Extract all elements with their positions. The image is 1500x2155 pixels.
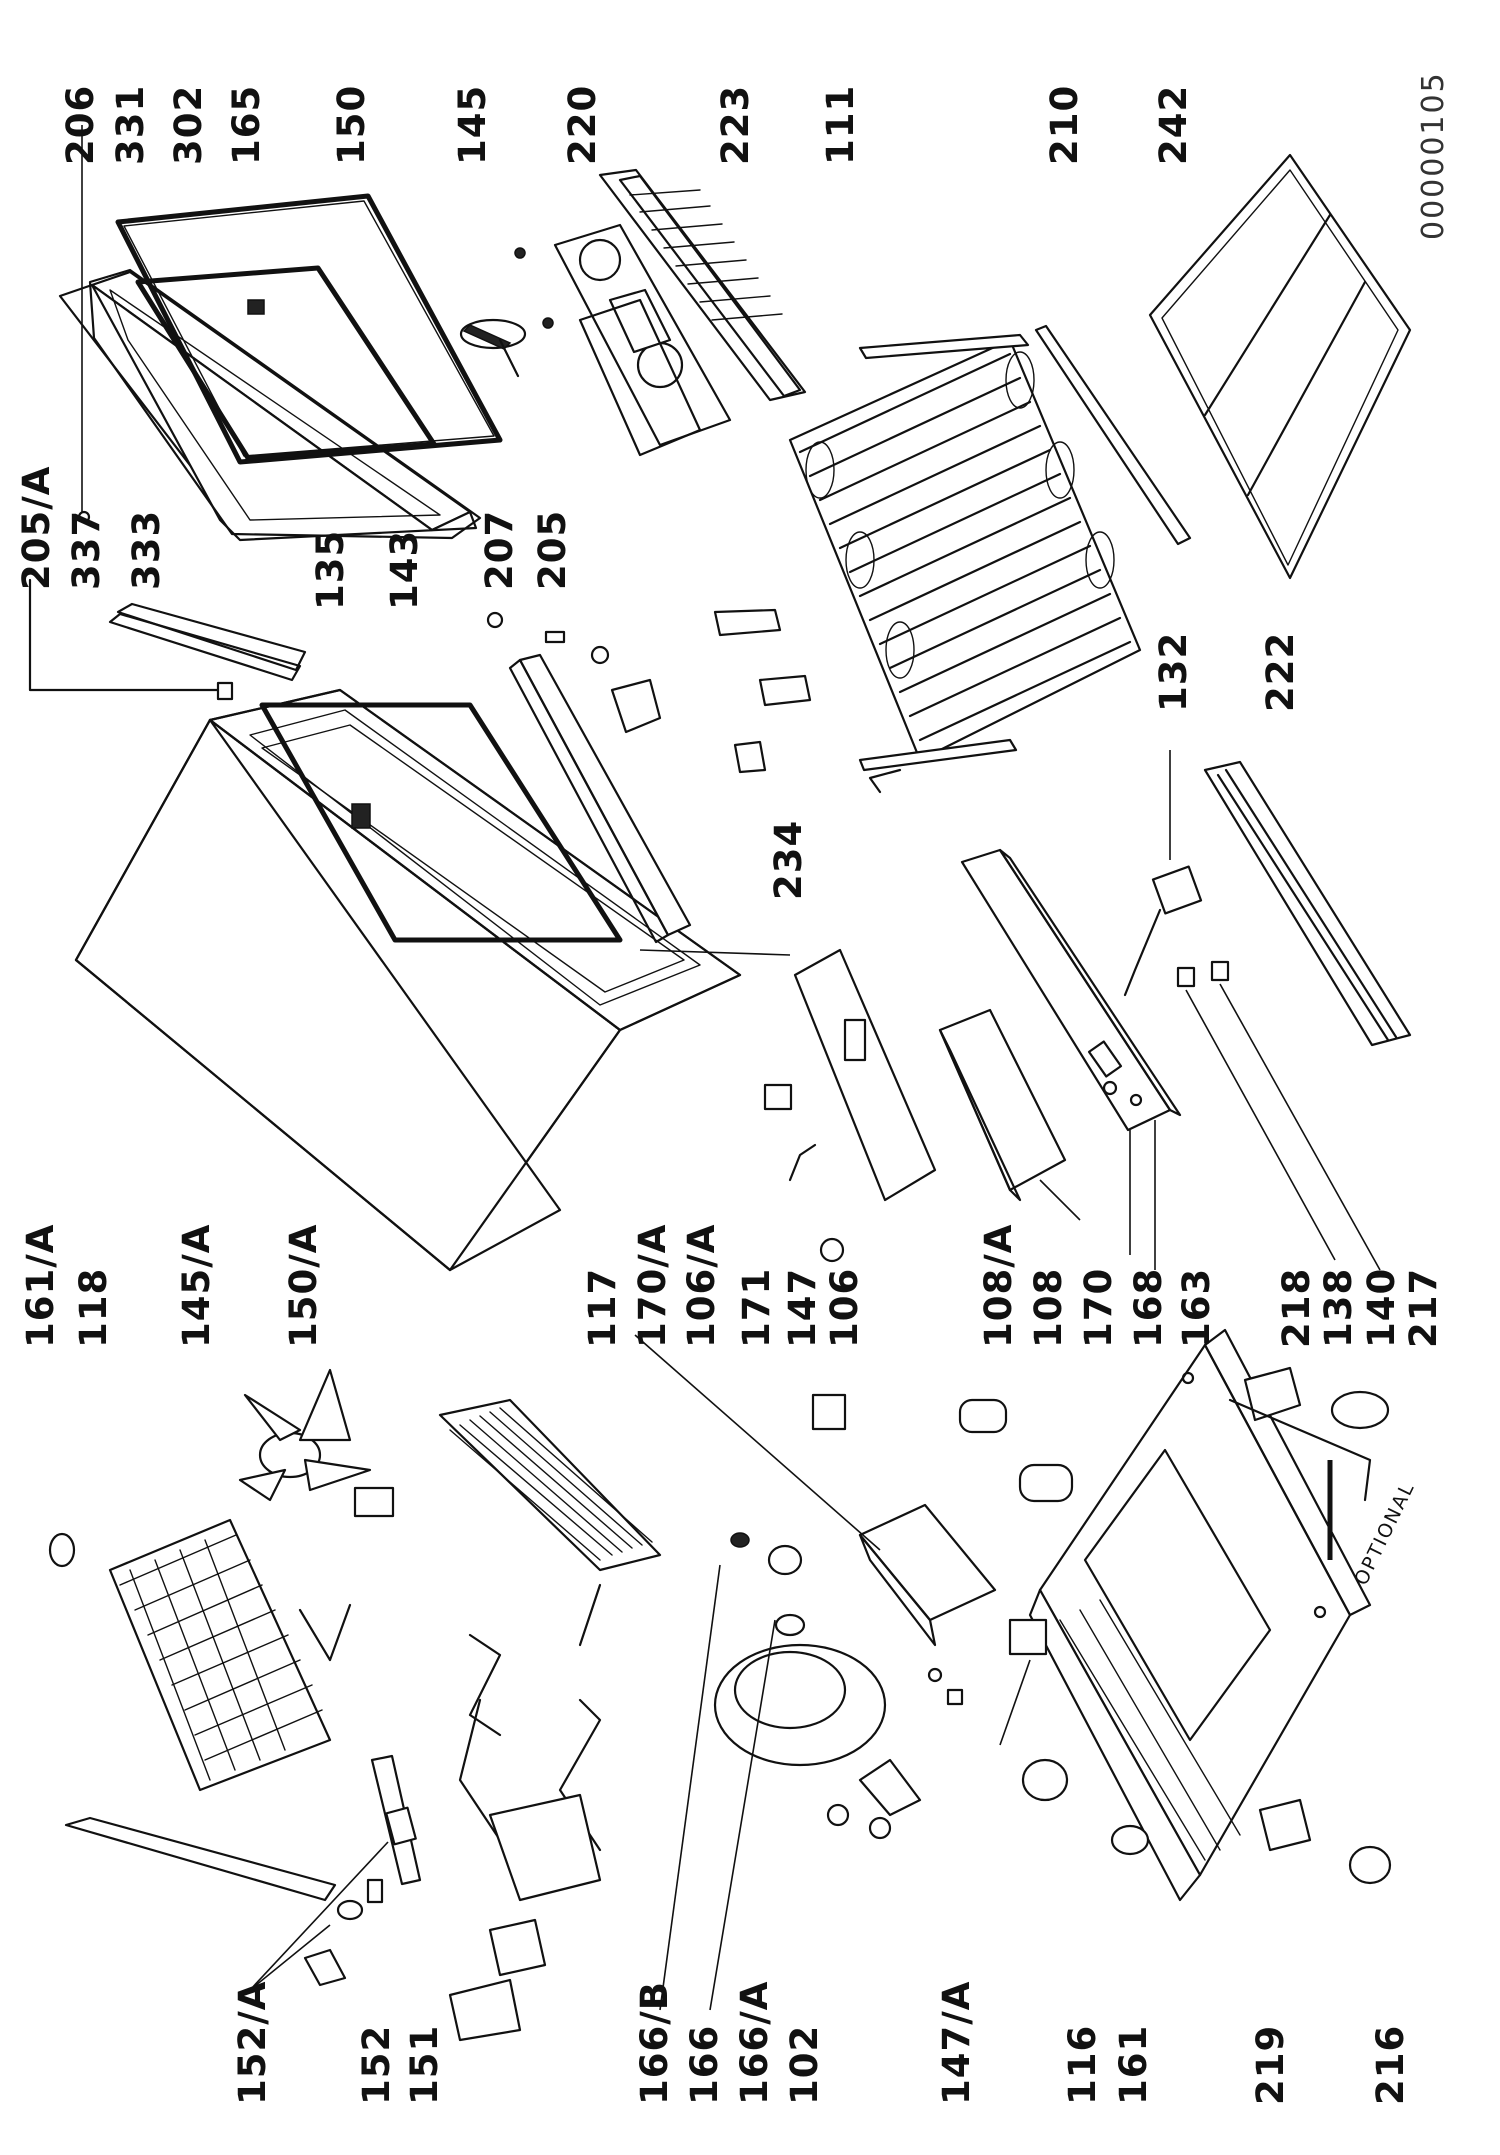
small-parts-bottom [999,1618,1392,1885]
document-number: 00000105 [1416,71,1451,240]
label-135: 135 [309,529,352,610]
label-151: 151 [403,2024,446,2105]
label-111: 111 [819,84,862,165]
fan-blade-145a [238,1368,395,1518]
label-145a: 145/A [175,1223,218,1348]
fan-motor-150 [459,318,527,378]
label-106a: 106/A [680,1223,723,1348]
knobs-138-140 [1176,960,1381,1271]
door-frame-331 [58,268,482,542]
clip-165 [247,299,265,315]
label-166b: 166/B [633,1981,676,2105]
label-108: 108 [1027,1267,1070,1348]
gaskets-166 [659,1532,806,2011]
relay-170a [634,1334,997,1647]
cabinet-body [74,688,742,1272]
screw-206 [77,510,91,524]
label-166: 166 [683,2024,726,2105]
grommet-161a [48,1532,76,1568]
label-331: 331 [109,84,152,165]
bracket-106a [793,948,937,1202]
label-138: 138 [1317,1267,1360,1348]
label-170a: 170/A [631,1223,674,1348]
label-150: 150 [330,84,373,165]
label-106: 106 [823,1267,866,1348]
label-163: 163 [1175,1267,1218,1348]
label-220: 220 [561,84,604,165]
evaporator-111 [788,333,1142,794]
label-147a: 147/A [935,1980,978,2105]
label-170: 170 [1077,1267,1120,1348]
label-217: 217 [1402,1267,1445,1348]
label-223: 223 [714,84,757,165]
label-210: 210 [1043,84,1086,165]
label-168: 168 [1127,1267,1170,1348]
label-242: 242 [1152,84,1195,165]
label-140: 140 [1360,1267,1403,1348]
label-302: 302 [167,84,210,165]
label-205a: 205/A [15,465,58,590]
relay-171-147-106 [763,1083,847,1431]
label-102: 102 [783,2024,826,2105]
label-152: 152 [355,2024,398,2105]
label-218: 218 [1275,1267,1318,1348]
door-liner-143 [259,702,623,943]
label-219: 219 [1249,2024,1292,2105]
capacitors-108 [958,1398,1074,1503]
label-222: 222 [1259,631,1302,712]
base-plate [1028,1328,1372,1902]
optional-feet-218-217 [1228,1366,1390,1560]
brackets-left [303,1793,602,2042]
strip-210 [1034,324,1192,546]
condenser-coil-118 [108,1518,352,1792]
inner-panel [135,265,437,461]
label-165: 165 [225,84,268,165]
screw-205a [28,578,234,701]
cover-222 [1203,760,1412,1047]
label-161: 161 [1112,2024,1155,2105]
label-205: 205 [531,509,574,590]
label-206: 206 [59,84,102,165]
compressor-102 [713,1643,964,1840]
thermostat-132 [1123,750,1203,997]
handle-333 [108,602,307,682]
leveling-brackets [713,608,812,774]
fan-bracket-220 [514,223,732,457]
shelf-frame-242 [1148,153,1412,580]
label-161a: 161/A [19,1223,62,1348]
label-166a: 166/A [733,1980,776,2105]
label-337: 337 [65,509,108,590]
label-216: 216 [1369,2024,1412,2105]
label-152a: 152/A [231,1980,274,2105]
valve-152 [249,1806,417,1991]
label-118: 118 [72,1267,115,1348]
label-150a: 150/A [282,1223,325,1348]
cover-plate-223 [598,168,807,402]
control-panel-168 [960,848,1182,1270]
strip-left [64,1816,337,1902]
small-parts-207-205 [486,611,662,734]
rail-234 [508,653,791,956]
label-132: 132 [1152,631,1195,712]
label-108a: 108/A [977,1223,1020,1348]
latch-135 [351,803,371,829]
label-333: 333 [125,509,168,590]
label-145: 145 [451,84,494,165]
label-171: 171 [735,1267,778,1348]
label-116: 116 [1061,2024,1104,2105]
label-207: 207 [478,509,521,590]
label-147: 147 [781,1267,824,1348]
label-117: 117 [581,1267,624,1348]
condenser-117 [438,1398,662,1572]
relay-box-170 [938,1008,1081,1221]
label-143: 143 [383,529,426,610]
label-234: 234 [767,819,810,900]
